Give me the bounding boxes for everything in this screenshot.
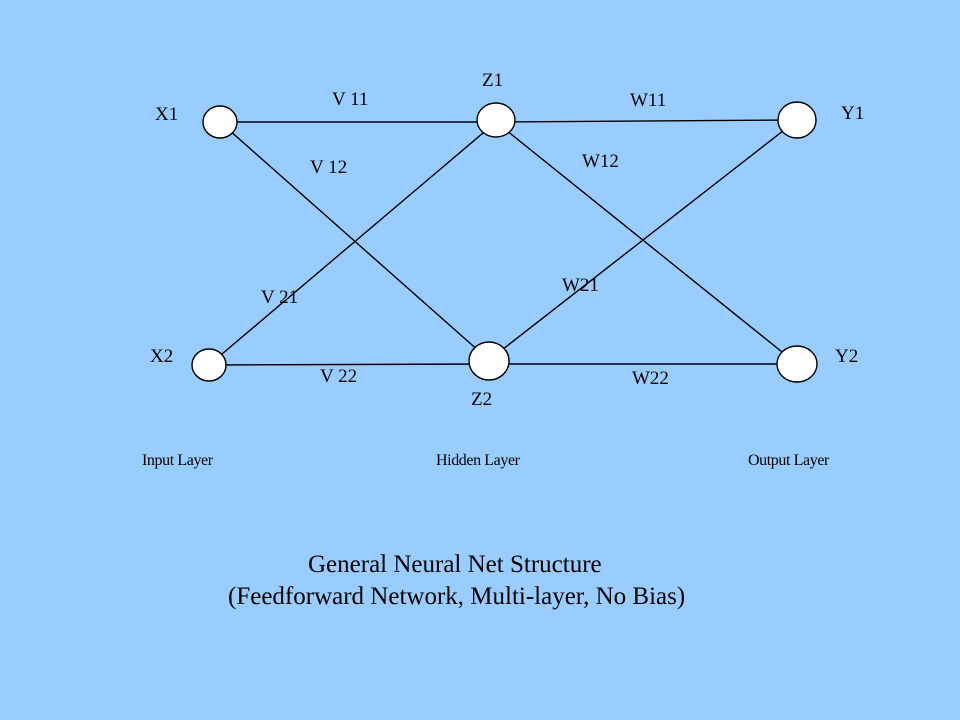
- edge-v22: [208, 363, 490, 366]
- edge-label-w11: W11: [630, 90, 666, 111]
- node-label-x2: X2: [150, 346, 173, 367]
- edge-label-v11: V 11: [332, 89, 368, 110]
- node-z1: [476, 102, 516, 138]
- node-y1: [777, 101, 817, 139]
- node-x2: [191, 348, 227, 382]
- node-label-z1: Z1: [482, 70, 503, 91]
- edge-label-w12: W12: [582, 151, 619, 172]
- node-y2: [776, 345, 818, 383]
- node-label-z2: Z2: [471, 389, 492, 410]
- layer-label-hidden: Hidden Layer: [436, 452, 521, 469]
- edge-label-w21: W21: [562, 275, 599, 296]
- node-x1: [202, 105, 238, 139]
- edge-v21: [208, 121, 497, 366]
- edge-label-v21: V 21: [261, 287, 298, 308]
- caption-title: General Neural Net Structure: [308, 551, 602, 578]
- edge-label-w22: W22: [632, 368, 669, 389]
- edge-w12: [495, 121, 798, 365]
- layer-label-output: Output Layer: [748, 452, 830, 469]
- layer-label-input: Input Layer: [142, 452, 214, 469]
- connections: [208, 119, 798, 366]
- node-label-y2: Y2: [835, 346, 858, 367]
- edge-label-v22: V 22: [320, 366, 357, 387]
- edge-w21: [488, 119, 798, 361]
- node-label-y1: Y1: [841, 103, 864, 124]
- node-z2: [468, 341, 510, 381]
- nodes: [191, 101, 818, 383]
- caption-subtitle: (Feedforward Network, Multi-layer, No Bi…: [228, 583, 685, 610]
- edge-w11: [495, 119, 798, 123]
- edge-label-v12: V 12: [310, 157, 347, 178]
- node-label-x1: X1: [155, 104, 178, 125]
